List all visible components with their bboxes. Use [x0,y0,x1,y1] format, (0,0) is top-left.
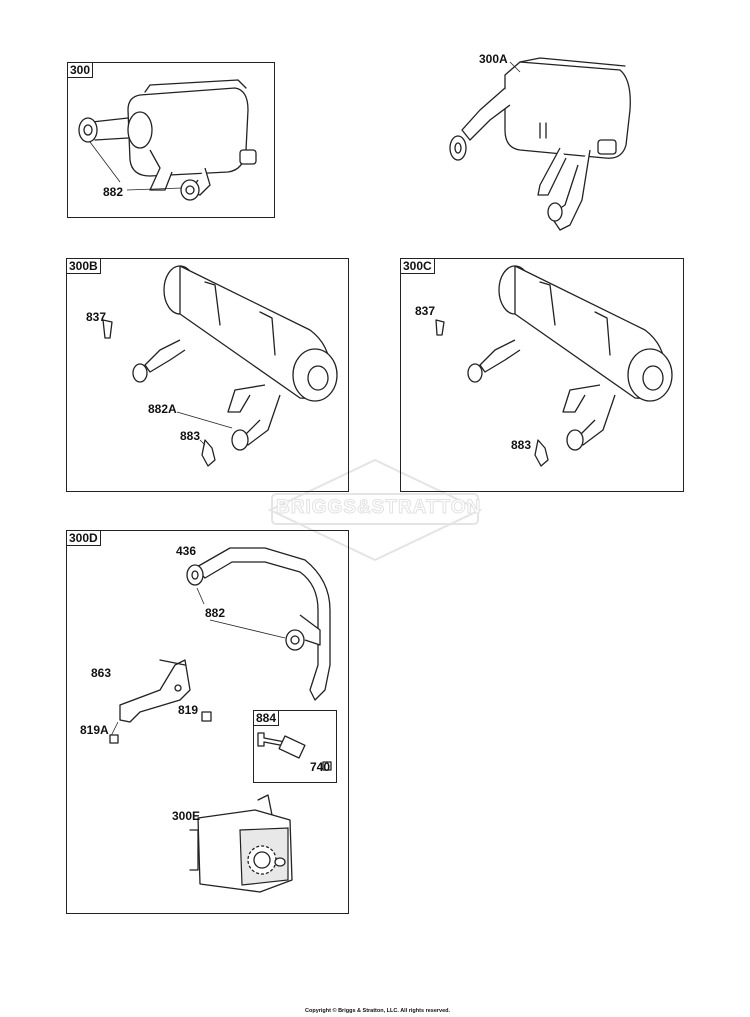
group-box-300b: 300B [66,258,349,492]
callout-863: 863 [91,666,112,680]
callout-436: 436 [176,544,197,558]
group-tag-300b: 300B [66,258,101,274]
callout-837: 837 [415,304,436,318]
callout-882: 882 [103,185,124,199]
muffler-300e-drawing [189,794,293,893]
callout-883: 883 [180,429,201,443]
callout-740: 740 [310,760,331,774]
callout-837: 837 [86,310,107,324]
exhaust-pipe-436-drawing [186,547,331,701]
copyright-text: Copyright © Briggs & Stratton, LLC. All … [305,1008,451,1014]
callout-819a: 819A [80,723,109,737]
callout-882: 882 [205,606,226,620]
group-tag-300: 300 [67,62,94,78]
group-box-300: 300 [67,62,275,218]
group-box-884: 884 [253,710,337,783]
kit-884-drawing [257,732,332,771]
group-box-300c: 300C [400,258,684,492]
callout-300e: 300E [172,809,201,823]
callout-882a: 882A [148,402,177,416]
watermark-text: BRIGGS&STRATTON [276,497,482,519]
callout-300a: 300A [479,52,508,66]
group-tag-300d: 300D [66,530,101,546]
muffler-300a-drawing [449,57,631,231]
muffler-300c-drawing [435,265,673,467]
heat-shield-863-drawing [109,659,212,744]
muffler-300b-drawing [102,265,338,467]
group-box-300d: 300D [66,530,349,914]
group-tag-300c: 300C [400,258,435,274]
callout-819: 819 [178,703,199,717]
watermark-logo [267,458,483,562]
group-tag-884: 884 [253,710,280,726]
muffler-300-drawing [78,79,257,201]
callout-883: 883 [511,438,532,452]
